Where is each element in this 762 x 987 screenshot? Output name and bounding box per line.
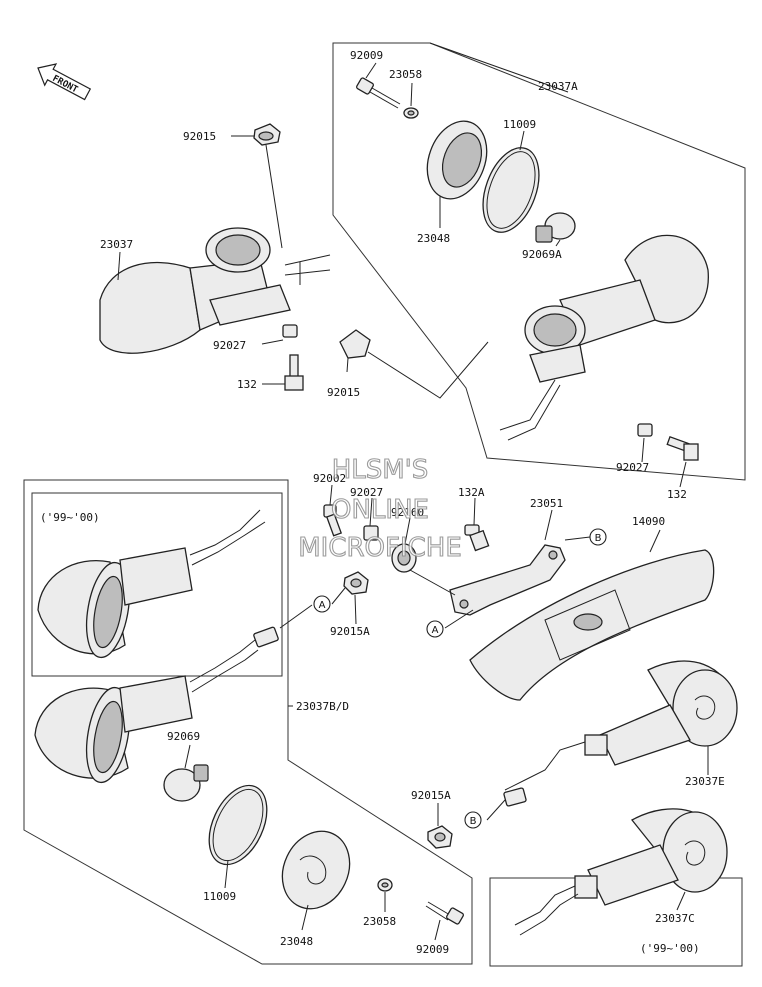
leader-lines — [117, 42, 709, 941]
nut-92015A-right — [427, 825, 453, 849]
label-23037C: 23037C — [655, 912, 695, 925]
label-92015A-left: 92015A — [330, 625, 370, 638]
ref-circle-B2: B — [464, 811, 482, 829]
label-92027-left: 92027 — [213, 339, 246, 352]
label-132A: 132A — [458, 486, 485, 499]
bulb-92069 — [163, 764, 209, 802]
bulb-92069A — [535, 212, 576, 243]
label-23058-top: 23058 — [389, 68, 422, 81]
bolt-132-right — [666, 435, 699, 461]
watermark-line-3: MICROFICHE — [298, 533, 462, 563]
svg-text:B: B — [470, 816, 477, 827]
group-box-year-left — [31, 492, 283, 677]
label-92160: 92160 — [391, 506, 424, 519]
group-box-top-right — [332, 42, 746, 481]
grommet-92160 — [391, 543, 417, 573]
part-labels: 92015 23037 92027 132 92015 92009 23058 … — [40, 49, 725, 956]
washer-23058-bottom — [377, 878, 393, 892]
turn-signal-rear-left — [34, 604, 313, 784]
bolt-92002 — [323, 504, 343, 537]
collar-92027-center — [363, 525, 379, 541]
screw-92009-bottom — [425, 901, 464, 925]
cap-92015-mid — [339, 329, 371, 359]
watermark-line-1: HLSM'S — [332, 455, 429, 485]
label-23037A: 23037A — [538, 80, 578, 93]
label-92002: 92002 — [313, 472, 346, 485]
label-92069: 92069 — [167, 730, 200, 743]
turn-signal-rear-left-99-00 — [37, 509, 266, 659]
bracket-23051 — [449, 544, 566, 616]
label-14090: 14090 — [632, 515, 665, 528]
screw-92009-top — [356, 77, 401, 109]
svg-text:B: B — [595, 533, 602, 544]
label-92069A: 92069A — [522, 248, 562, 261]
watermark-line-2: ONLINE — [331, 495, 429, 525]
label-132-right: 132 — [667, 488, 687, 501]
svg-text:A: A — [319, 600, 326, 611]
collar-92027-left — [282, 324, 298, 338]
label-92009-bottom: 92009 — [416, 943, 449, 956]
ref-circle-B1: B — [589, 528, 607, 546]
group-box-left — [23, 479, 473, 965]
connector-right — [503, 787, 527, 807]
bolt-132-left — [284, 354, 304, 391]
label-92015-mid: 92015 — [327, 386, 360, 399]
label-23037BD: 23037B/D — [296, 700, 349, 713]
label-92009-top: 92009 — [350, 49, 383, 62]
label-92027-right: 92027 — [616, 461, 649, 474]
label-92027-center: 92027 — [350, 486, 383, 499]
ref-circle-A1: A — [313, 595, 331, 613]
front-arrow-icon: FRONT — [37, 63, 92, 101]
label-11009-top: 11009 — [503, 118, 536, 131]
lens-23048-top — [426, 120, 488, 200]
year-note-right: ('99~'00) — [640, 942, 700, 955]
turn-signal-front-right — [499, 234, 709, 441]
rear-fender-14090 — [469, 549, 715, 701]
year-note-left: ('99~'00) — [40, 511, 100, 524]
label-23051: 23051 — [530, 497, 563, 510]
turn-signal-front-left — [99, 227, 331, 354]
ref-circle-A2: A — [426, 620, 444, 638]
label-92015A-right: 92015A — [411, 789, 451, 802]
nut-92015-top — [253, 123, 281, 146]
label-92015-top: 92015 — [183, 130, 216, 143]
svg-text:A: A — [432, 625, 439, 636]
label-23048-top: 23048 — [417, 232, 450, 245]
bolt-132A — [464, 524, 490, 552]
label-23037: 23037 — [100, 238, 133, 251]
nut-92015A-left — [343, 571, 369, 595]
gasket-11009-top — [482, 147, 540, 233]
label-23037E: 23037E — [685, 775, 725, 788]
turn-signal-rear-right-99-00 — [514, 808, 728, 936]
watermark: HLSM'S ONLINE MICROFICHE — [298, 454, 463, 563]
label-132-left: 132 — [237, 378, 257, 391]
gasket-11009-bottom — [208, 784, 268, 866]
label-23058-bottom: 23058 — [363, 915, 396, 928]
lens-23048-bottom — [281, 830, 351, 910]
turn-signal-rear-right — [504, 660, 738, 791]
label-11009-bottom: 11009 — [203, 890, 236, 903]
collar-92027-right — [637, 423, 653, 437]
washer-23058-top — [403, 107, 419, 119]
label-23048-bottom: 23048 — [280, 935, 313, 948]
